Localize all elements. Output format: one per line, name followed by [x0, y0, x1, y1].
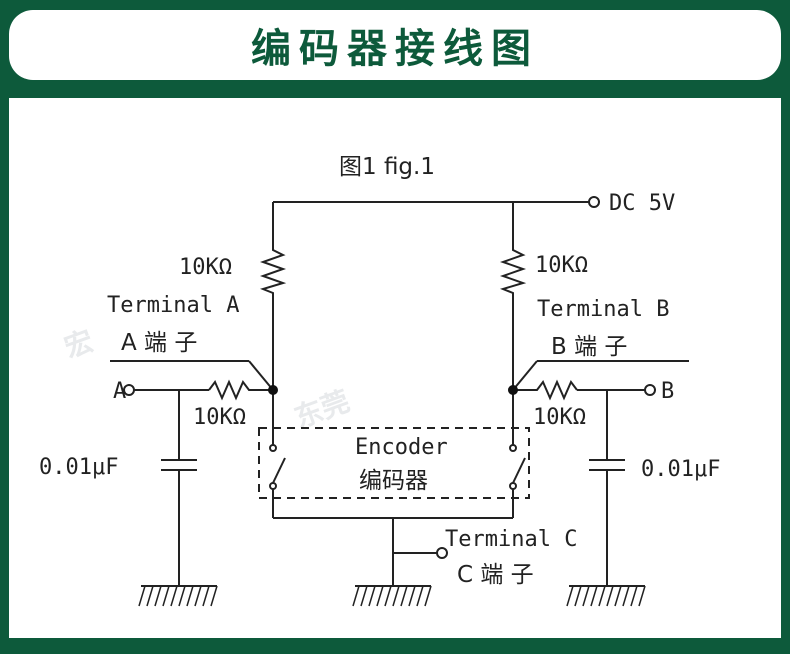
cap-left-label: 0.01μF	[39, 455, 118, 480]
resistor-right-series-label: 10KΩ	[533, 405, 586, 430]
right-switch-contact-bottom	[509, 482, 517, 490]
resistor-left-top-label: 10KΩ	[179, 255, 232, 280]
terminal-b-cn-label: B 端 子	[551, 334, 627, 360]
terminal-b-en-label: Terminal B	[537, 297, 669, 322]
terminal-c-en-label: Terminal C	[445, 527, 577, 552]
node-b-junction	[508, 385, 518, 395]
cap-right-label: 0.01μF	[641, 457, 720, 482]
left-switch-contact-top	[269, 444, 277, 452]
resistor-right-top-label: 10KΩ	[535, 253, 588, 278]
figure-label: 图1 fig.1	[339, 154, 435, 180]
supply-terminal	[588, 196, 600, 208]
right-switch-blade	[512, 457, 526, 484]
encoder-cn-label: 编码器	[359, 468, 428, 494]
watermark-left: 宏	[60, 324, 98, 365]
right-switch-contact-top	[509, 444, 517, 452]
terminal-c-point	[436, 547, 448, 559]
node-b-label: B	[661, 379, 674, 404]
node-a-junction	[268, 385, 278, 395]
terminal-a-diag	[248, 360, 274, 391]
terminal-c-cn-label: C 端 子	[457, 562, 534, 588]
terminal-a-en-label: Terminal A	[107, 293, 239, 318]
ground-hatching	[138, 585, 646, 607]
node-a-label: A	[113, 379, 126, 404]
left-switch-blade	[272, 457, 286, 484]
right-series-resistor	[513, 379, 578, 401]
left-pullup-resistor	[259, 243, 287, 298]
terminal-b-diag	[512, 360, 538, 391]
left-switch-contact-bottom	[269, 482, 277, 490]
title-banner: 编码器接线图	[9, 10, 781, 80]
page-title: 编码器接线图	[251, 26, 539, 72]
encoder-en-label: Encoder	[355, 435, 448, 460]
left-series-resistor	[208, 379, 273, 401]
supply-label: DC 5V	[609, 191, 675, 216]
diagram-panel: 宏 东莞	[9, 98, 781, 638]
encoder-box	[258, 427, 530, 499]
right-pullup-resistor	[499, 243, 527, 298]
wiring-diagram: 宏 东莞	[39, 154, 720, 607]
resistor-left-series-label: 10KΩ	[193, 405, 246, 430]
terminal-a-cn-label: A 端 子	[121, 330, 197, 356]
terminal-b-point	[644, 384, 656, 396]
terminal-a-point	[123, 384, 135, 396]
